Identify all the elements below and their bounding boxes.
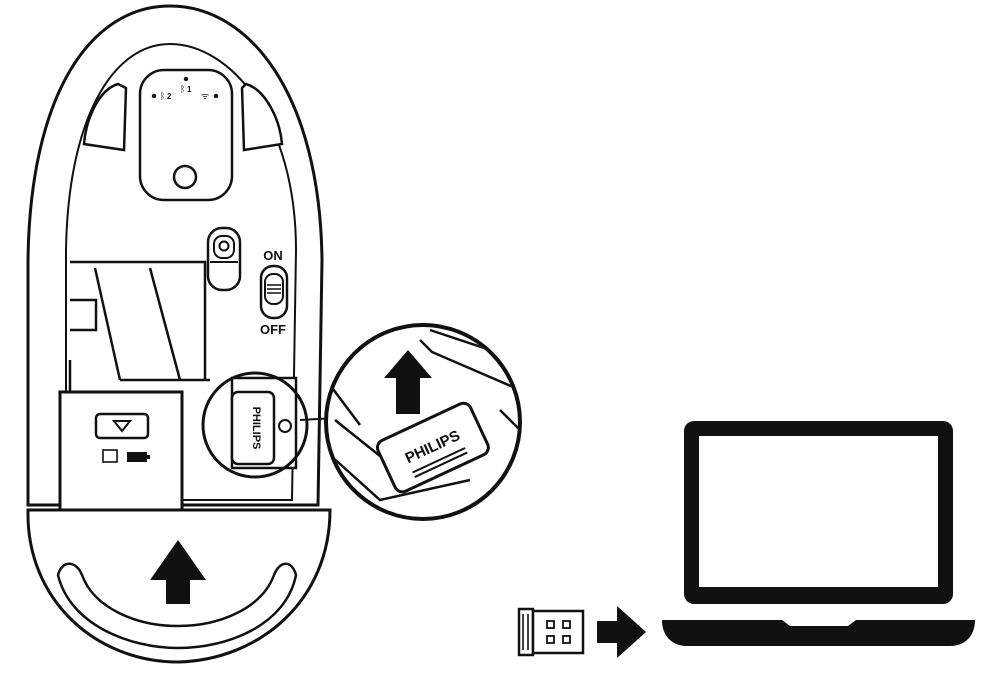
- battery-cover[interactable]: [26, 508, 332, 664]
- power-switch[interactable]: ON OFF: [259, 248, 289, 337]
- mode-label-1: 1: [187, 85, 192, 94]
- zoom-detail: PHILIPS: [324, 323, 522, 521]
- battery-door-flap[interactable]: [58, 390, 184, 512]
- receiver-zoomed: PHILIPS: [375, 401, 490, 494]
- arrow-down-icon: [111, 420, 133, 433]
- bluetooth-icon: ᛒ: [180, 84, 185, 95]
- bluetooth-icon: ᛒ: [160, 91, 165, 102]
- receiver-brand: PHILIPS: [250, 407, 262, 450]
- mouse-feet: [82, 82, 284, 152]
- switch-on-label: ON: [263, 248, 283, 263]
- switch-off-label: OFF: [260, 322, 286, 337]
- arrow-right-icon: [597, 606, 646, 658]
- sensor-panel: ᛒ 2 ᛒ 1 ᯤ: [138, 68, 234, 202]
- receiver-detail-ring: [201, 371, 309, 479]
- arrow-up-icon: [150, 540, 206, 604]
- receiver-storage-icon: [102, 449, 118, 463]
- mode-label-2: 2: [167, 92, 172, 101]
- battery-icon: [127, 452, 147, 462]
- mode-button[interactable]: [206, 226, 242, 292]
- receiver-in-mouse: PHILIPS: [230, 390, 292, 466]
- wifi-icon: ᯤ: [201, 92, 209, 102]
- arrow-up-icon: [384, 350, 432, 414]
- laptop-icon: [662, 421, 975, 646]
- usb-receiver-icon: [517, 607, 585, 657]
